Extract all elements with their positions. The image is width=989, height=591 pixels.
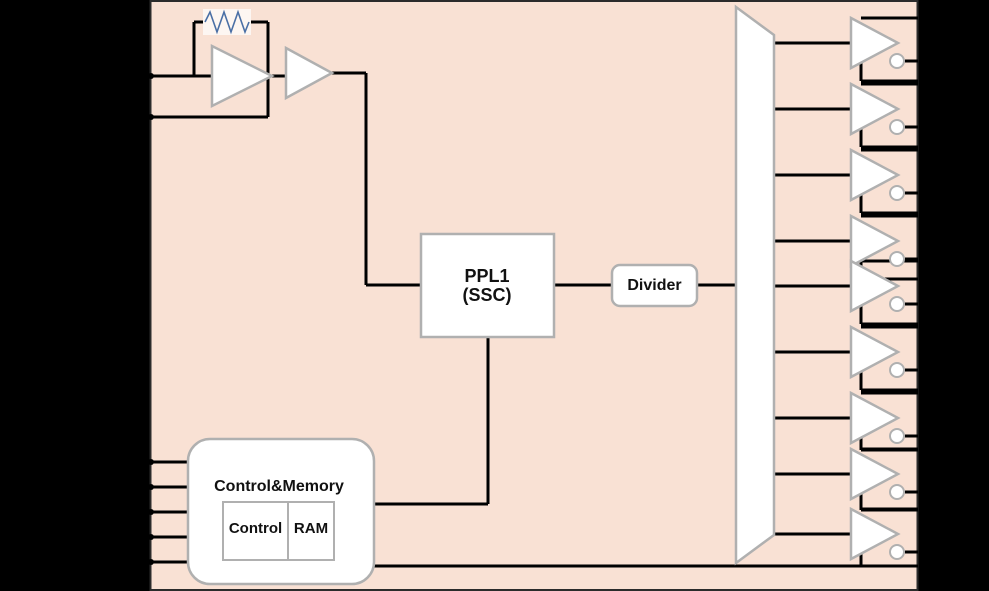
output-buffer-8[interactable]	[849, 446, 905, 502]
output-buffer-6[interactable]	[849, 324, 905, 380]
ram-subblock[interactable]	[287, 501, 335, 561]
pin-junction-layer	[148, 73, 154, 565]
junction-dot	[148, 73, 154, 79]
control-subblock-label: Control	[229, 520, 282, 537]
junction-dot	[148, 484, 154, 490]
pll-label-line2: (SSC)	[463, 285, 512, 305]
control-memory-block[interactable]: Control&Memory Control RAM	[186, 437, 376, 586]
divider-block[interactable]: Divider	[610, 263, 699, 308]
feedback-resistor	[203, 9, 251, 35]
inverting-bubble-icon	[889, 296, 905, 312]
divider-label: Divider	[627, 277, 681, 294]
output-buffer-1[interactable]	[849, 15, 905, 71]
inverting-bubble-icon	[889, 362, 905, 378]
output-buffer-3[interactable]	[849, 147, 905, 203]
inverting-bubble-icon	[889, 484, 905, 500]
output-buffer-layer	[849, 15, 905, 562]
inverting-bubble-icon	[889, 53, 905, 69]
ram-subblock-label: RAM	[294, 520, 328, 537]
crystal-oscillator-amp	[210, 43, 275, 109]
buffer-amp	[284, 45, 335, 101]
junction-dot	[148, 114, 154, 120]
output-buffer-9[interactable]	[849, 506, 905, 562]
inverting-bubble-icon	[889, 544, 905, 560]
output-mux[interactable]	[734, 4, 776, 566]
junction-dot	[148, 509, 154, 515]
junction-dot	[148, 534, 154, 540]
inverting-bubble-icon	[889, 251, 905, 267]
inverting-bubble-icon	[889, 185, 905, 201]
inverting-bubble-icon	[889, 119, 905, 135]
pll-block[interactable]: PPL1 (SSC)	[419, 232, 556, 339]
output-buffer-2[interactable]	[849, 81, 905, 137]
junction-dot	[148, 459, 154, 465]
output-buffer-4[interactable]	[849, 213, 905, 269]
control-memory-label: Control&Memory	[214, 478, 344, 495]
wire-layer	[150, 16, 918, 568]
amplifier-layer	[210, 43, 335, 109]
pll-label-line1: PPL1	[464, 266, 509, 286]
output-buffer-5[interactable]	[849, 258, 905, 314]
output-buffer-7[interactable]	[849, 390, 905, 446]
inverting-bubble-icon	[889, 428, 905, 444]
control-subblock[interactable]	[222, 501, 289, 561]
junction-dot	[148, 559, 154, 565]
